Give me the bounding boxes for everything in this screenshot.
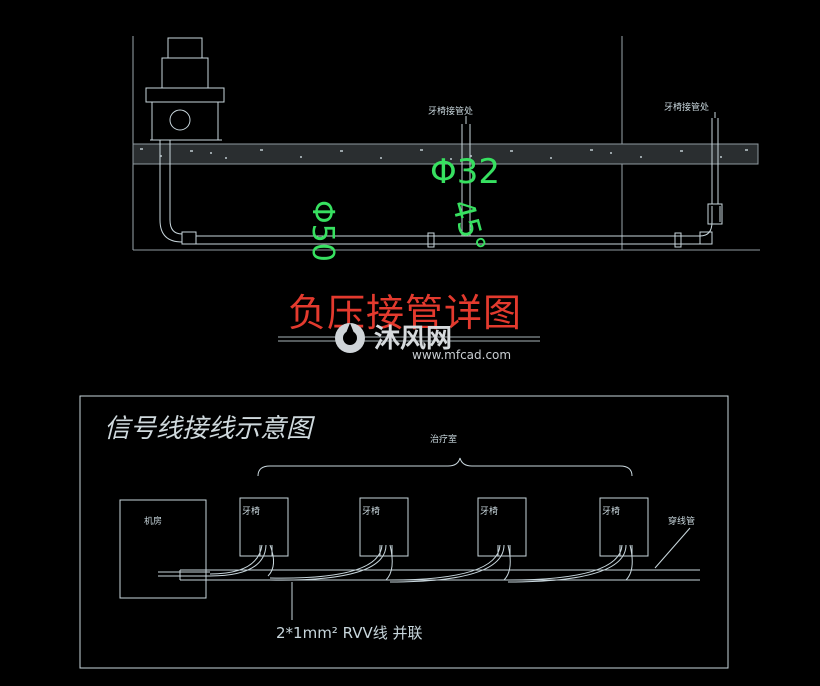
chair-label-4: 牙椅: [602, 507, 621, 517]
chair-boxes: [239, 497, 649, 557]
slab-hatch: [140, 148, 748, 160]
machine-room-box: [119, 499, 207, 599]
watermark-logo-icon: [335, 323, 365, 353]
pipe-connection-label-2: 牙椅接管处: [664, 103, 710, 113]
pipe-connection-label-1: 牙椅接管处: [428, 107, 474, 117]
main-pipe: [159, 118, 723, 248]
wire-spec-label: 2*1mm² RVV线 并联: [276, 624, 423, 642]
signal-diagram-title: 信号线接线示意图: [104, 414, 313, 444]
drawing-title: 负压接管详图: [288, 291, 523, 335]
watermark-url: www.mfcad.com: [412, 348, 512, 362]
vacuum-pump: [145, 37, 225, 141]
dim-phi50: Φ50: [305, 200, 340, 262]
chair-label-3: 牙椅: [480, 507, 499, 517]
wiring: [158, 527, 700, 620]
machine-room-label: 机房: [144, 517, 163, 527]
watermark-name: 沐风网: [374, 324, 453, 354]
dim-phi32: Φ32: [430, 152, 501, 192]
chair-label-2: 牙椅: [362, 507, 381, 517]
signal-frame: [79, 395, 729, 669]
conduit-label: 穿线管: [668, 517, 696, 527]
treatment-room-label: 治疗室: [430, 435, 458, 445]
chair-label-1: 牙椅: [242, 507, 261, 517]
floor-slab: [132, 143, 759, 165]
room-brace: [257, 457, 633, 477]
